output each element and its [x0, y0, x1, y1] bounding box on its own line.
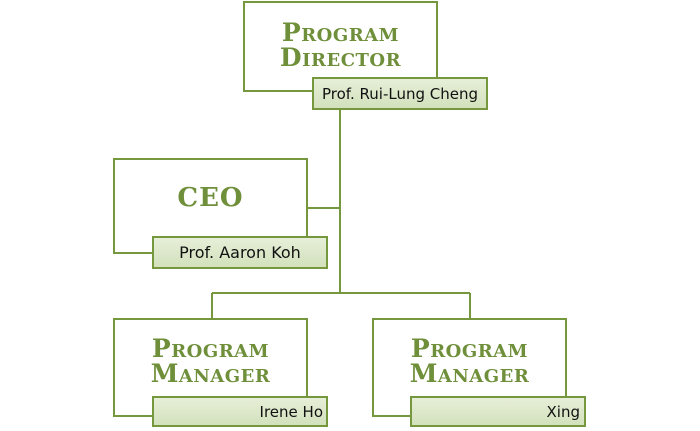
director-title: Program Director	[279, 18, 402, 72]
director-name: Prof. Rui-Lung Cheng	[312, 77, 488, 110]
ceo-name: Prof. Aaron Koh	[152, 236, 328, 269]
ceo-title: CEO	[177, 183, 244, 213]
manager-name-left: Irene Ho	[152, 396, 328, 427]
manager-title-right: Program Manager	[409, 334, 530, 388]
manager-title-left: Program Manager	[150, 334, 271, 388]
director-box: Program Director	[243, 1, 438, 92]
manager-name-right: Xing	[410, 396, 586, 427]
